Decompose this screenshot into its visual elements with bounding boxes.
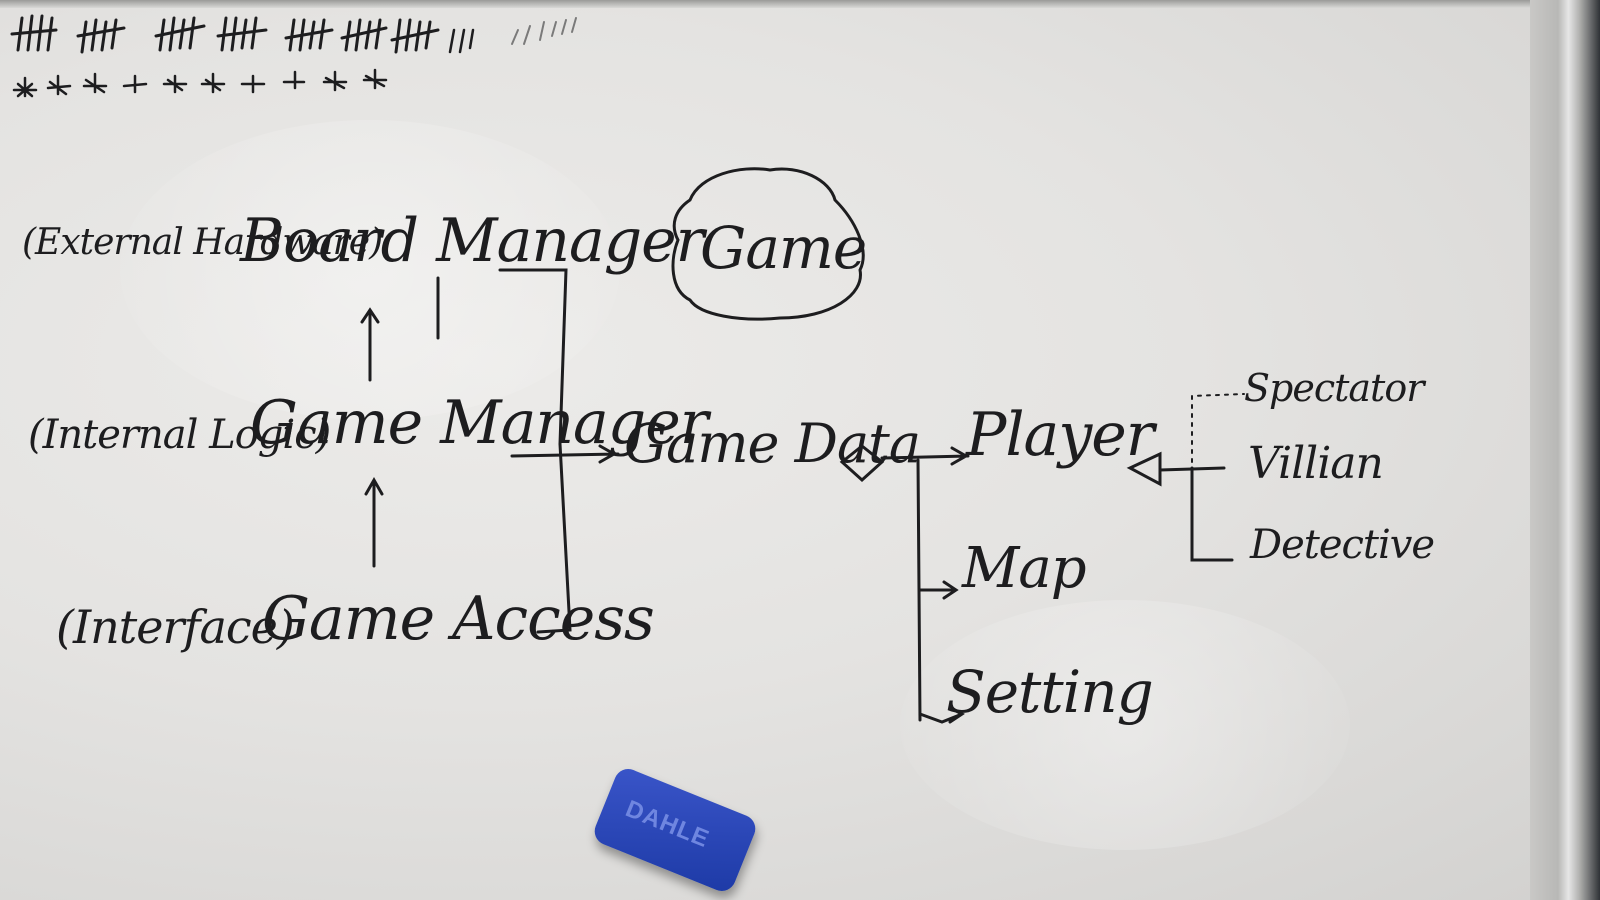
arrow-game-manager-to-game-data [510, 444, 620, 464]
villian-label: Villian [1248, 438, 1384, 489]
game-access-prefix: (Interface) [56, 600, 295, 654]
arrow-to-player [880, 446, 970, 466]
arrow-game-access-to-game-manager [364, 476, 384, 568]
game-data-label: Game Data [624, 412, 921, 475]
tally-marks [10, 14, 577, 54]
inheritance-dotted-to-spectator [1191, 393, 1245, 463]
eraser-brand-logo: DAHLE [621, 795, 714, 854]
detective-label: Detective [1250, 522, 1435, 568]
spectator-label: Spectator [1244, 366, 1424, 410]
map-label: Map [962, 536, 1087, 601]
star-marks [12, 68, 388, 98]
setting-label: Setting [946, 658, 1154, 726]
game-manager-label: Game Manager [250, 388, 708, 458]
arrow-to-setting [918, 706, 965, 724]
board-manager-label: Board Manager [240, 206, 704, 276]
game-cloud-outline [671, 167, 865, 321]
composition-diamond [839, 444, 885, 483]
whiteboard-smudge [900, 600, 1350, 850]
game-access-label: Game Access [262, 584, 655, 654]
arrow-game-manager-to-board-manager [360, 307, 380, 382]
board-manager-prefix: (External Hardware) [22, 222, 383, 263]
layers-bracket [498, 268, 572, 634]
player-label: Player [966, 400, 1154, 470]
inheritance-trunk [1190, 466, 1234, 562]
board-frame-top [0, 0, 1600, 8]
board-frame-right [1530, 0, 1600, 900]
game-manager-prefix: (Internal Logic) [28, 412, 331, 458]
arrow-to-map [918, 580, 959, 600]
game-cloud-label: Game [700, 214, 867, 282]
